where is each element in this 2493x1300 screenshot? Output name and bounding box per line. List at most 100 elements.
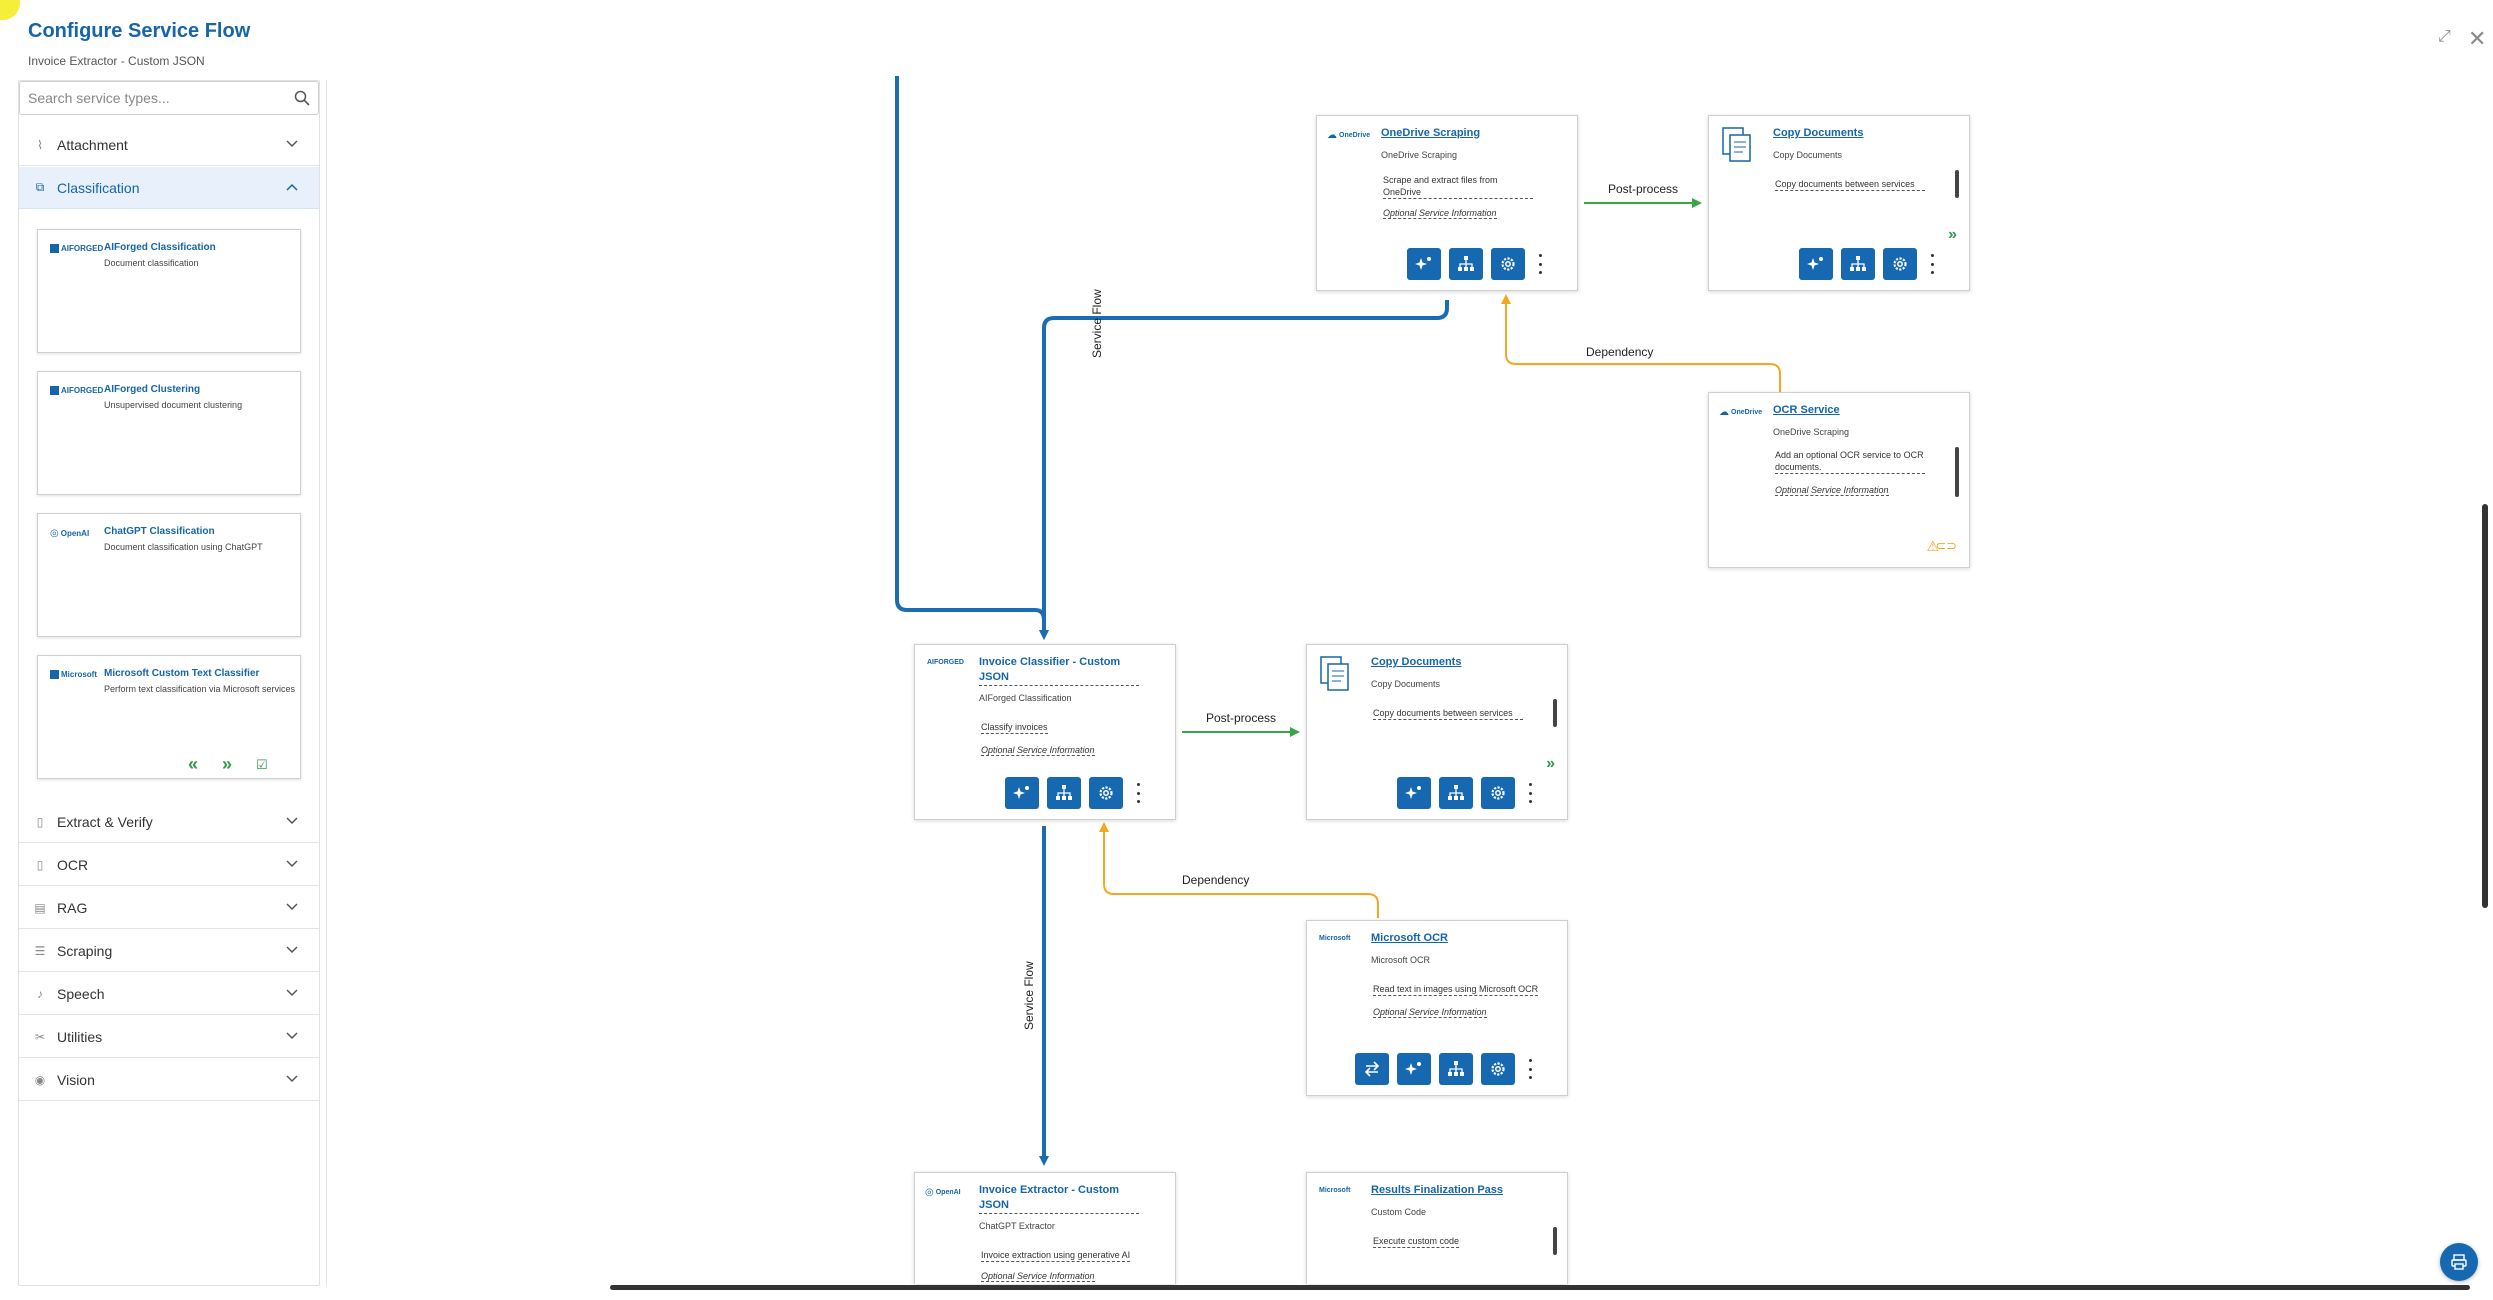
node-copy-documents-top[interactable]: Copy Documents Copy Documents Copy docum… <box>1708 115 1970 291</box>
service-card-aiforged-clustering[interactable]: AIFORGED AIForged Clustering Unsupervise… <box>37 371 301 495</box>
node-title[interactable]: OCR Service <box>1773 404 1840 416</box>
node-subtitle: Copy Documents <box>1371 679 1441 689</box>
node-title[interactable]: Invoice Classifier - Custom JSON <box>979 655 1139 686</box>
settings-button[interactable] <box>1883 248 1917 280</box>
chevron-down-icon <box>286 860 298 868</box>
microsoft-logo: Microsoft <box>1319 1187 1351 1194</box>
node-results-finalization[interactable]: Microsoft Results Finalization Pass Cust… <box>1306 1172 1568 1284</box>
category-classification[interactable]: ⧉ Classification <box>19 167 319 209</box>
expand-more-icon[interactable]: » <box>1546 755 1555 772</box>
hierarchy-button[interactable] <box>1449 248 1483 280</box>
category-label: Attachment <box>57 136 128 153</box>
category-vision[interactable]: ◉ Vision <box>19 1059 319 1101</box>
node-scrollbar[interactable] <box>1955 170 1959 198</box>
onedrive-logo: ☁OneDrive <box>1327 130 1371 141</box>
edge-label-post-process: Post-process <box>1206 711 1277 725</box>
next-page-button[interactable]: » <box>222 754 233 774</box>
node-ocr-service[interactable]: ☁OneDrive OCR Service OneDrive Scraping … <box>1708 392 1970 568</box>
node-subtitle: AIForged Classification <box>979 693 1072 703</box>
hierarchy-button[interactable] <box>1439 1053 1473 1085</box>
swap-button[interactable] <box>1355 1053 1389 1085</box>
node-optional-info: Optional Service Information <box>1775 485 1889 496</box>
category-extract-verify[interactable]: ▯ Extract & Verify <box>19 801 319 843</box>
chevron-down-icon <box>286 989 298 997</box>
ai-sparkle-button[interactable] <box>1407 248 1441 280</box>
database-icon: ▤ <box>34 900 46 915</box>
gear-icon <box>1491 786 1505 800</box>
ai-sparkle-button[interactable] <box>1799 248 1833 280</box>
service-card-microsoft-custom-text-classifier[interactable]: Microsoft Microsoft Custom Text Classifi… <box>37 655 301 779</box>
node-subtitle: Microsoft OCR <box>1371 955 1431 965</box>
search-input[interactable] <box>28 83 278 113</box>
node-scrollbar[interactable] <box>1553 699 1557 727</box>
node-microsoft-ocr[interactable]: Microsoft Microsoft OCR Microsoft OCR Re… <box>1306 920 1568 1096</box>
service-card-title: ChatGPT Classification <box>104 526 215 537</box>
node-title[interactable]: Invoice Extractor - Custom JSON <box>979 1183 1139 1214</box>
sparkle-icon <box>1013 786 1029 799</box>
hierarchy-button[interactable] <box>1439 777 1473 809</box>
onedrive-logo: ☁OneDrive <box>1719 407 1763 418</box>
warning-icon[interactable]: ⚠ <box>1926 538 1939 554</box>
ai-sparkle-button[interactable] <box>1005 777 1039 809</box>
edge-label-dependency: Dependency <box>1586 345 1654 359</box>
node-invoice-classifier[interactable]: AIFORGED Invoice Classifier - Custom JSO… <box>914 644 1176 820</box>
more-options-icon[interactable] <box>1133 783 1143 803</box>
microsoft-logo: Microsoft <box>50 670 97 679</box>
more-options-icon[interactable] <box>1525 1059 1535 1079</box>
ai-sparkle-button[interactable] <box>1397 777 1431 809</box>
hierarchy-icon <box>1448 1061 1464 1076</box>
node-description: Read text in images using Microsoft OCR <box>1373 984 1539 996</box>
expand-icon[interactable]: ⤢ <box>2438 28 2451 45</box>
hierarchy-icon <box>1056 785 1072 800</box>
node-scrollbar[interactable] <box>1553 1227 1557 1255</box>
ai-sparkle-button[interactable] <box>1397 1053 1431 1085</box>
expand-more-icon[interactable]: » <box>1948 226 1957 243</box>
edge-service-flow-top <box>895 76 1049 640</box>
canvas-vertical-scrollbar[interactable] <box>2482 504 2488 908</box>
node-title[interactable]: Copy Documents <box>1371 656 1462 668</box>
search-icon[interactable] <box>294 90 310 106</box>
sidebar-divider <box>326 80 327 1286</box>
node-title[interactable]: Results Finalization Pass <box>1371 1184 1504 1196</box>
node-subtitle: ChatGPT Extractor <box>979 1221 1055 1231</box>
settings-button[interactable] <box>1481 777 1515 809</box>
category-scraping[interactable]: ☰ Scraping <box>19 930 319 972</box>
settings-button[interactable] <box>1089 777 1123 809</box>
prev-page-button[interactable]: « <box>188 754 199 774</box>
node-description: Add an optional OCR service to OCR docum… <box>1775 450 1925 474</box>
service-card-chatgpt-classification[interactable]: ◎OpenAI ChatGPT Classification Document … <box>37 513 301 637</box>
print-button[interactable] <box>2440 1243 2478 1281</box>
more-options-icon[interactable] <box>1535 254 1545 274</box>
more-options-icon[interactable] <box>1525 783 1535 803</box>
link-icon[interactable]: ⊂⊃ <box>1935 538 1957 553</box>
canvas-horizontal-scrollbar[interactable] <box>610 1285 2470 1290</box>
category-utilities[interactable]: ✂ Utilities <box>19 1016 319 1058</box>
node-title[interactable]: OneDrive Scraping <box>1381 127 1481 139</box>
close-icon[interactable]: ✕ <box>2468 26 2487 51</box>
node-description: Copy documents between services <box>1775 178 1925 191</box>
service-card-description: Document classification using ChatGPT <box>104 542 263 552</box>
document-copy-icon <box>1722 127 1751 162</box>
category-label: Vision <box>57 1071 95 1088</box>
settings-button[interactable] <box>1491 248 1525 280</box>
service-card-aiforged-classification[interactable]: AIFORGED AIForged Classification Documen… <box>37 229 301 353</box>
settings-button[interactable] <box>1481 1053 1515 1085</box>
chevron-down-icon <box>286 1032 298 1040</box>
select-service-button[interactable]: ☑ <box>256 757 268 772</box>
category-speech[interactable]: ♪ Speech <box>19 973 319 1015</box>
node-title[interactable]: Copy Documents <box>1773 127 1864 139</box>
category-rag[interactable]: ▤ RAG <box>19 887 319 929</box>
category-ocr[interactable]: ▯ OCR <box>19 844 319 886</box>
category-attachment[interactable]: ⌇ Attachment <box>19 124 319 166</box>
node-invoice-extractor[interactable]: ◎OpenAI Invoice Extractor - Custom JSON … <box>914 1172 1176 1284</box>
hierarchy-button[interactable] <box>1047 777 1081 809</box>
gear-icon <box>1491 1062 1505 1076</box>
more-options-icon[interactable] <box>1927 254 1937 274</box>
hierarchy-button[interactable] <box>1841 248 1875 280</box>
node-onedrive-scraping[interactable]: ☁OneDrive OneDrive Scraping OneDrive Scr… <box>1316 115 1578 291</box>
node-scrollbar[interactable] <box>1955 447 1959 497</box>
node-title[interactable]: Microsoft OCR <box>1371 932 1448 944</box>
service-types-sidebar: ⌇ Attachment ⧉ Classification AIFORGED A… <box>18 80 320 1286</box>
node-copy-documents-mid[interactable]: Copy Documents Copy Documents Copy docum… <box>1306 644 1568 820</box>
